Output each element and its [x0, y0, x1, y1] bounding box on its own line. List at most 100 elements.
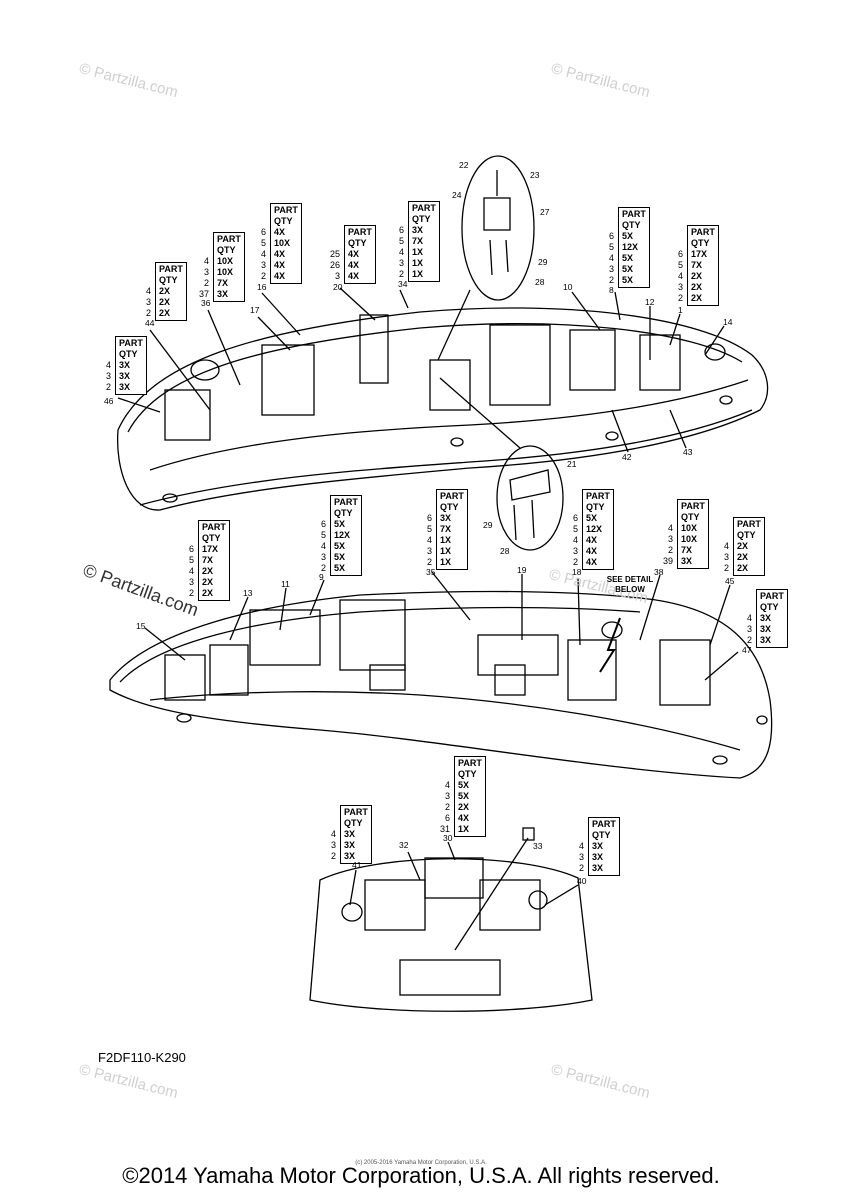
qty-value: 2X	[458, 802, 470, 812]
part-number: 4	[723, 541, 729, 551]
part-number: 3	[677, 282, 683, 292]
qty-value: 5X	[334, 541, 346, 551]
part-header: PART	[586, 491, 610, 501]
part-number: 5	[320, 530, 326, 540]
part-header: PART	[458, 758, 482, 768]
part-number: 6	[398, 225, 404, 235]
qty-header: QTY	[592, 830, 611, 840]
part-number: 5	[260, 238, 266, 248]
part-number: 4	[105, 360, 111, 370]
qty-header: QTY	[622, 220, 641, 230]
part-number: 2	[723, 563, 729, 573]
part-number: 37	[198, 289, 209, 299]
part-number: 25	[329, 249, 340, 259]
part-number: 3	[746, 624, 752, 634]
part-callout: 17	[250, 305, 260, 315]
part-number: 4	[572, 535, 578, 545]
part-number: 6	[260, 227, 266, 237]
qty-value: 5X	[334, 552, 346, 562]
part-header: PART	[691, 227, 715, 237]
part-callout: 38	[654, 567, 664, 577]
qty-header: QTY	[760, 602, 779, 612]
small-copyright: (c) 2005-2016 Yamaha Motor Corporation, …	[355, 1160, 487, 1166]
qty-value: 4X	[348, 260, 360, 270]
qty-value: 1X	[412, 247, 424, 257]
part-header: PART	[412, 203, 436, 213]
part-header: PART	[681, 501, 705, 511]
qty-value: 5X	[622, 253, 634, 263]
part-number: 3	[426, 546, 432, 556]
qty-value: 12X	[622, 242, 639, 252]
qty-value: 1X	[458, 824, 470, 834]
qty-value: 2X	[691, 271, 703, 281]
qty-header: QTY	[458, 769, 477, 779]
part-number: 2	[105, 382, 111, 392]
qty-value: 7X	[681, 545, 693, 555]
part-number: 2	[667, 545, 673, 555]
qty-value: 3X	[412, 225, 424, 235]
part-number: 3	[105, 371, 111, 381]
part-callout: 40	[577, 876, 587, 886]
qty-value: 7X	[440, 524, 452, 534]
part-callout: 46	[104, 396, 114, 406]
part-number: 3	[608, 264, 614, 274]
qty-header: QTY	[202, 533, 221, 543]
qty-value: 4X	[586, 535, 598, 545]
part-number: 2	[145, 308, 151, 318]
qty-header: QTY	[348, 238, 367, 248]
part-number: 4	[260, 249, 266, 259]
part-number: 4	[203, 256, 209, 266]
part-callout: 14	[723, 317, 733, 327]
qty-value: 3X	[592, 852, 604, 862]
part-callout: 36	[201, 298, 211, 308]
part-number: 2	[572, 557, 578, 567]
qty-value: 4X	[274, 271, 286, 281]
part-number: 4	[188, 566, 194, 576]
part-header: PART	[202, 522, 226, 532]
qty-value: 2X	[202, 566, 214, 576]
qty-header: QTY	[737, 530, 756, 540]
qty-value: 10X	[681, 523, 698, 533]
part-number: 6	[426, 513, 432, 523]
part-number: 4	[398, 247, 404, 257]
part-number: 6	[188, 544, 194, 554]
qty-value: 2X	[159, 297, 171, 307]
qty-value: 3X	[760, 624, 772, 634]
qty-header: QTY	[217, 245, 236, 255]
part-number: 31	[439, 824, 450, 834]
qty-value: 10X	[274, 238, 291, 248]
qty-value: 3X	[119, 371, 131, 381]
qty-value: 4X	[274, 249, 286, 259]
qty-value: 2X	[691, 293, 703, 303]
qty-value: 2X	[159, 286, 171, 296]
qty-value: 4X	[348, 249, 360, 259]
part-number: 3	[260, 260, 266, 270]
qty-value: 3X	[592, 841, 604, 851]
part-callout: 28	[500, 546, 510, 556]
qty-value: 3X	[119, 382, 131, 392]
qty-value: 2X	[737, 541, 749, 551]
part-callout: 9	[319, 572, 324, 582]
qty-value: 12X	[334, 530, 351, 540]
part-number: 3	[444, 791, 450, 801]
part-number: 4	[578, 841, 584, 851]
qty-header: QTY	[274, 216, 293, 226]
part-number: 5	[398, 236, 404, 246]
